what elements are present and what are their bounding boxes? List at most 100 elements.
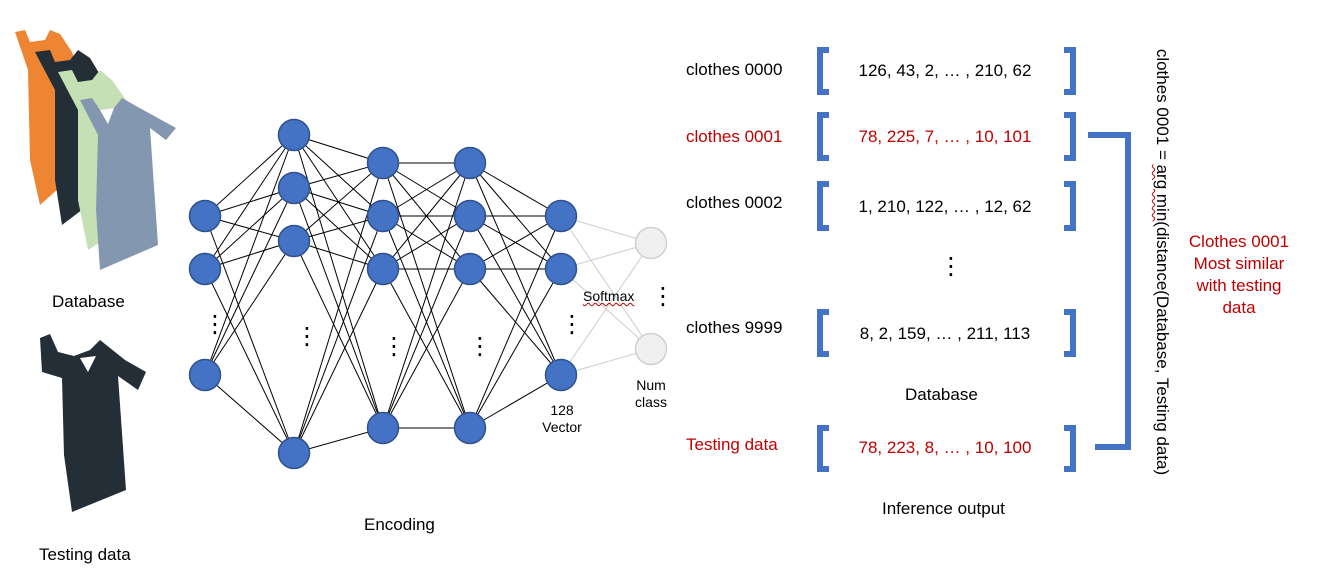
- edge-vector-0-output-1: [560, 215, 652, 350]
- testing-data-caption: Testing data: [39, 545, 131, 564]
- edge-hidden3-3-vector-1: [469, 268, 562, 429]
- encoding-caption: Encoding: [364, 515, 435, 534]
- similarity-connector: [1088, 132, 1131, 450]
- hidden2-node-1: [366, 199, 400, 233]
- testing-coat-collar: [80, 356, 96, 372]
- testing-coat: [40, 334, 146, 512]
- hidden-layer2-ellipsis: ⋮: [382, 333, 406, 360]
- output-node-1: [634, 332, 668, 366]
- left-bracket-2: [817, 181, 829, 231]
- hidden1-node-1: [277, 171, 311, 205]
- edge-input-2-hidden1-1: [204, 187, 295, 376]
- left-bracket-1: [817, 112, 829, 161]
- hidden-layer3-ellipsis: ⋮: [468, 333, 492, 360]
- edge-hidden3-3-vector-2: [469, 374, 562, 429]
- row-vector-0001: 78, 225, 7, … , 10, 101: [858, 127, 1032, 146]
- hidden-layer-connections: [204, 134, 562, 454]
- vector-word: Vector: [542, 419, 582, 435]
- hidden3-node-2: [453, 252, 487, 286]
- edge-hidden1-3-hidden2-0: [293, 162, 384, 454]
- edge-hidden3-3-vector-0: [469, 215, 562, 429]
- edge-input-2-hidden1-0: [204, 134, 295, 376]
- testing-row-name: Testing data: [686, 435, 778, 454]
- edge-hidden2-3-hidden3-1: [382, 215, 471, 429]
- testing-row-vector: 78, 223, 8, … , 10, 100: [858, 438, 1032, 457]
- hidden3-node-3: [453, 411, 487, 445]
- inference-output-caption: Inference output: [882, 499, 1005, 518]
- edge-hidden3-2-vector-0: [469, 215, 562, 270]
- vector-node-2: [544, 358, 578, 392]
- edge-input-2-hidden1-2: [204, 240, 295, 376]
- edge-input-2-hidden1-3: [204, 374, 295, 454]
- num-word: Num: [636, 377, 666, 393]
- input-node-2: [188, 358, 222, 392]
- row-name-0000: clothes 0000: [686, 60, 783, 79]
- hidden3-node-1: [453, 199, 487, 233]
- vector-brackets: [817, 47, 1076, 472]
- hidden3-node-0: [453, 146, 487, 180]
- edge-hidden2-2-hidden3-0: [382, 162, 471, 270]
- right-bracket-4: [1064, 425, 1076, 472]
- edge-vector-2-output-0: [560, 242, 652, 376]
- edge-hidden2-3-hidden3-2: [382, 268, 471, 429]
- row-vector-9999: 8, 2, 159, … , 211, 113: [859, 324, 1031, 343]
- database-caption: Database: [52, 292, 125, 311]
- edge-input-1-hidden1-1: [204, 187, 295, 270]
- hidden1-node-2: [277, 224, 311, 258]
- edge-input-0-hidden1-0: [204, 134, 295, 217]
- vector-layer-ellipsis: ⋮: [560, 311, 584, 338]
- argmin-formula: clothes 0001 = arg min(distance(Database…: [1152, 49, 1172, 475]
- input-node-1: [188, 252, 222, 286]
- hidden1-node-0: [277, 118, 311, 152]
- row-name-0002: clothes 0002: [686, 193, 783, 212]
- right-bracket-1: [1064, 112, 1076, 161]
- edge-hidden1-3-hidden2-1: [293, 215, 384, 454]
- result-line-1: Clothes 0001: [1188, 232, 1290, 251]
- output-layer-ellipsis: ⋮: [651, 283, 675, 310]
- grey-blue-coat: [80, 98, 176, 270]
- similarity-result: Clothes 0001 Most similar with testing d…: [1183, 231, 1295, 319]
- input-node-0: [188, 199, 222, 233]
- hidden2-node-3: [366, 411, 400, 445]
- formula-prefix: clothes 0001 =: [1153, 48, 1172, 165]
- edge-hidden3-1-vector-2: [469, 215, 562, 376]
- row-name-9999: clothes 9999: [686, 318, 783, 337]
- network-nodes: [188, 118, 668, 470]
- num-class-label: Num class: [632, 377, 670, 411]
- coat-collar: [100, 108, 114, 124]
- hidden2-node-0: [366, 146, 400, 180]
- vector-node-1: [544, 252, 578, 286]
- rows-ellipsis: ⋮: [939, 253, 963, 280]
- hidden-layer1-ellipsis: ⋮: [295, 323, 319, 350]
- vector-size-label: 128 Vector: [540, 402, 584, 436]
- row-vector-0000: 126, 43, 2, … , 210, 62: [858, 61, 1032, 80]
- input-layer-ellipsis: ⋮: [203, 311, 227, 338]
- hidden1-node-3: [277, 436, 311, 470]
- formula-argmin: arg min: [1153, 164, 1172, 222]
- output-node-0: [634, 226, 668, 260]
- edge-hidden2-3-hidden3-0: [382, 162, 471, 429]
- right-bracket-3: [1064, 309, 1076, 357]
- right-bracket-2: [1064, 181, 1076, 231]
- row-name-0001: clothes 0001: [686, 127, 783, 146]
- edge-hidden1-3-hidden2-2: [293, 268, 384, 454]
- left-bracket-3: [817, 309, 829, 357]
- left-bracket-4: [817, 425, 829, 472]
- right-bracket-0: [1064, 47, 1076, 95]
- result-line-3: with testing data: [1196, 276, 1282, 317]
- database-clothes-illustration: [15, 30, 176, 270]
- formula-suffix: (distance(Database, Testing data): [1153, 221, 1172, 476]
- edge-hidden2-2-hidden3-1: [382, 215, 471, 270]
- database-table-caption: Database: [905, 385, 978, 404]
- result-line-2: Most similar: [1193, 254, 1285, 273]
- row-vector-0002: 1, 210, 122, … , 12, 62: [858, 197, 1032, 216]
- vector-count: 128: [550, 402, 574, 418]
- testing-clothes-illustration: [40, 334, 146, 512]
- softmax-label: Softmax: [583, 288, 635, 304]
- edge-input-1-hidden1-3: [204, 268, 295, 454]
- edge-hidden1-2-hidden2-0: [293, 162, 384, 242]
- vector-node-0: [544, 199, 578, 233]
- edge-input-1-hidden1-0: [204, 134, 295, 270]
